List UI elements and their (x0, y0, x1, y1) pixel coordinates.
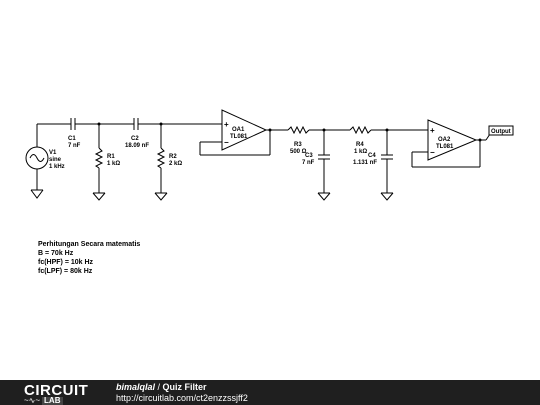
capacitor-c2[interactable] (133, 118, 139, 130)
c1-value-label: 7 nF (68, 143, 81, 149)
opamp-oa2[interactable] (427, 119, 478, 161)
footer-username[interactable]: bimalqlal (116, 382, 156, 392)
output-label: Output (491, 129, 511, 135)
oa2-plus-sign: + (430, 126, 435, 135)
oa1-plus-sign: + (224, 120, 229, 129)
oa1-model-label: TL081 (230, 134, 248, 140)
footer-circuit-title[interactable]: Quiz Filter (162, 382, 207, 392)
c4-value-label: 1.131 nF (353, 160, 377, 166)
oa1-name-label: OA1 (232, 127, 245, 133)
calculation-notes: Perhitungan Secara matematis B = 70k Hz … (38, 240, 140, 276)
resistor-r4[interactable] (349, 125, 372, 135)
r2-value-label: 2 kΩ (169, 161, 182, 167)
resistor-r3[interactable] (287, 125, 310, 135)
r1-value-label: 1 kΩ (107, 161, 120, 167)
c1-name-label: C1 (68, 136, 76, 142)
resistor-r1[interactable] (92, 124, 106, 201)
notes-line-fc-hpf: fc(HPF) = 10k Hz (38, 259, 94, 266)
r3-value-label: 500 Ω (290, 149, 307, 155)
v1-value-label: 1 kHz (49, 164, 65, 170)
r3-name-label: R3 (294, 142, 302, 148)
circuit-schematic: V1 sine 1 kHz C1 7 nF R1 1 kΩ C2 18.09 n… (25, 109, 514, 201)
notes-line-bandwidth: B = 70k Hz (38, 250, 74, 257)
oa1-minus-sign: − (224, 138, 229, 147)
v1-type-label: sine (49, 157, 62, 163)
notes-title: Perhitungan Secara matematis (38, 241, 141, 248)
source-v1[interactable] (25, 124, 49, 199)
c3-value-label: 7 nF (302, 160, 315, 166)
capacitor-c1[interactable] (70, 118, 76, 130)
r2-name-label: R2 (169, 154, 177, 160)
resistor-r2[interactable] (154, 124, 168, 201)
r4-name-label: R4 (356, 142, 364, 148)
schematic-canvas: V1 sine 1 kHz C1 7 nF R1 1 kΩ C2 18.09 n… (25, 109, 514, 201)
oa2-model-label: TL081 (436, 144, 454, 150)
capacitor-c4[interactable] (380, 130, 394, 201)
footer-attribution: bimalqlal / Quiz Filter (116, 382, 207, 393)
r4-value-label: 1 kΩ (354, 149, 367, 155)
footer-url-link[interactable]: http://circuitlab.com/ct2enzzssjff2 (116, 393, 248, 403)
waveform-icon: ~∿~ (24, 396, 41, 405)
circuitlab-logo-bottom: ~∿~ LAB (24, 397, 63, 405)
c2-name-label: C2 (131, 136, 139, 142)
oa2-name-label: OA2 (438, 137, 451, 143)
circuitlab-logo[interactable]: CIRCUIT (24, 382, 89, 399)
v1-name-label: V1 (49, 150, 57, 156)
logo-lab-text: LAB (42, 396, 63, 405)
r1-name-label: R1 (107, 154, 115, 160)
output-node[interactable] (488, 125, 514, 136)
footer-separator: / (155, 382, 163, 392)
oa2-minus-sign: − (430, 148, 435, 157)
c3-name-label: C3 (305, 153, 313, 159)
c4-name-label: C4 (368, 153, 376, 159)
opamp-oa1[interactable] (221, 109, 268, 151)
c2-value-label: 18.09 nF (125, 143, 149, 149)
capacitor-c3[interactable] (317, 130, 331, 201)
notes-line-fc-lpf: fc(LPF) = 80k Hz (38, 268, 93, 275)
footer-bar: CIRCUIT ~∿~ LAB bimalqlal / Quiz Filter … (0, 380, 540, 405)
